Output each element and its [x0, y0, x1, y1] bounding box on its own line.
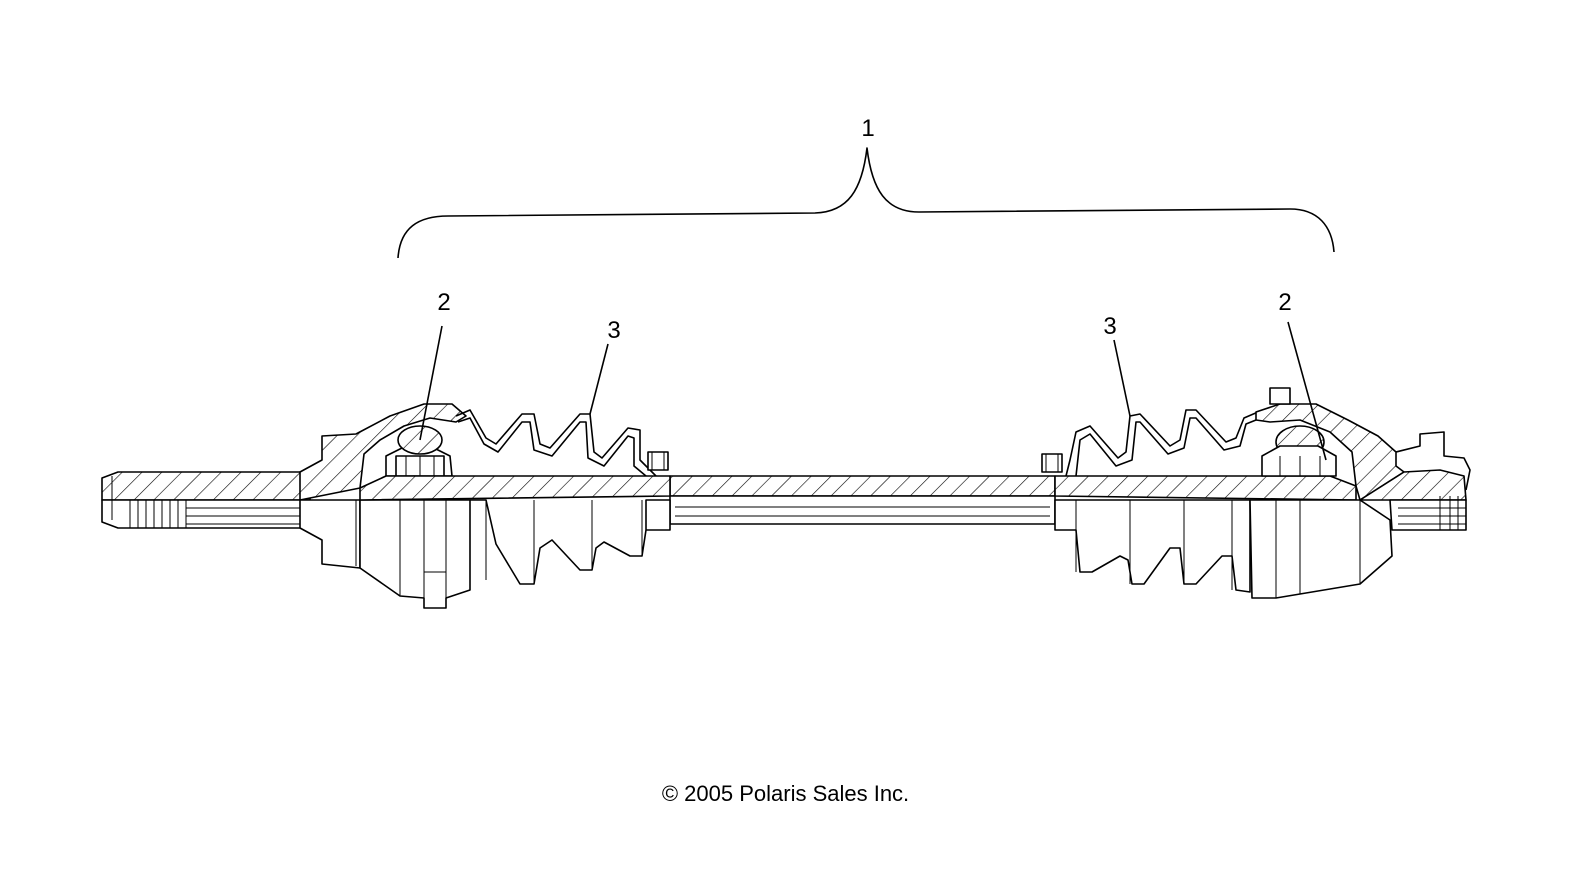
callout-3-left: 3 [607, 317, 620, 344]
callout-3-right: 3 [1103, 313, 1116, 340]
callout-2-left: 2 [437, 289, 450, 316]
right-boot [1041, 409, 1259, 593]
leader-line-bearing-right [1287, 321, 1327, 461]
left-cv-housing [299, 403, 471, 609]
left-inner-shaft-section [359, 475, 671, 501]
assembly-bracket [397, 147, 1335, 259]
callout-1: 1 [861, 115, 874, 142]
copyright-notice: © 2005 Polaris Sales Inc. [661, 781, 910, 806]
right-inner-shaft-section [1054, 475, 1357, 501]
right-cv-housing [1249, 387, 1471, 599]
leader-line-boot-left [589, 343, 609, 415]
left-stub-shaft [101, 471, 311, 529]
leader-line-bearing-left [419, 325, 443, 441]
center-shaft [669, 475, 1056, 525]
callout-2-right: 2 [1278, 289, 1291, 316]
leader-line-boot-right [1113, 339, 1131, 417]
right-stub-shaft [1359, 469, 1467, 531]
left-boot [455, 409, 671, 585]
